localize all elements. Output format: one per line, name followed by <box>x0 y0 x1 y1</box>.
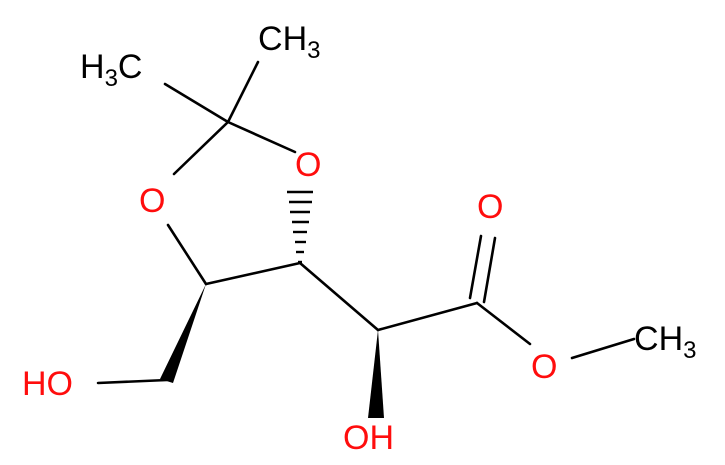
wedge-c3-oh <box>368 330 384 418</box>
hashed-bond-c4-oring <box>287 190 313 264</box>
bond-ccarb-oester <box>475 301 532 346</box>
bond-carbonyl-1 <box>468 234 483 300</box>
methyl-top-left-label: H3C <box>80 48 142 92</box>
bond-cq-oring-left <box>172 120 230 176</box>
bond-carbonyl-2 <box>482 236 497 304</box>
wedge-c5-ch2 <box>160 284 206 383</box>
bond-oring-left-c5 <box>166 223 208 286</box>
bond-oester-methyl <box>570 337 636 360</box>
bond-c4-c3 <box>298 261 380 332</box>
bond-ch2-oh <box>96 378 169 385</box>
carbonyl-oxygen-label: O <box>477 188 503 226</box>
bond-c5-c4 <box>204 261 302 286</box>
ester-oxygen-label: O <box>531 348 557 386</box>
bond-cq-methyl-right <box>226 60 260 124</box>
methyl-top-right-label: CH3 <box>258 20 320 64</box>
ring-oxygen-right-label: O <box>295 146 321 184</box>
methyl-ester-label: CH3 <box>634 320 696 364</box>
ring-oxygen-left-label: O <box>139 182 165 220</box>
hydroxyl-bottom-label: OH <box>343 419 394 457</box>
bond-cq-oring-right <box>226 120 297 154</box>
bond-c3-ccarb <box>376 301 479 332</box>
bond-cq-methyl-left <box>163 82 230 124</box>
hydroxyl-left-label: HO <box>22 365 73 403</box>
